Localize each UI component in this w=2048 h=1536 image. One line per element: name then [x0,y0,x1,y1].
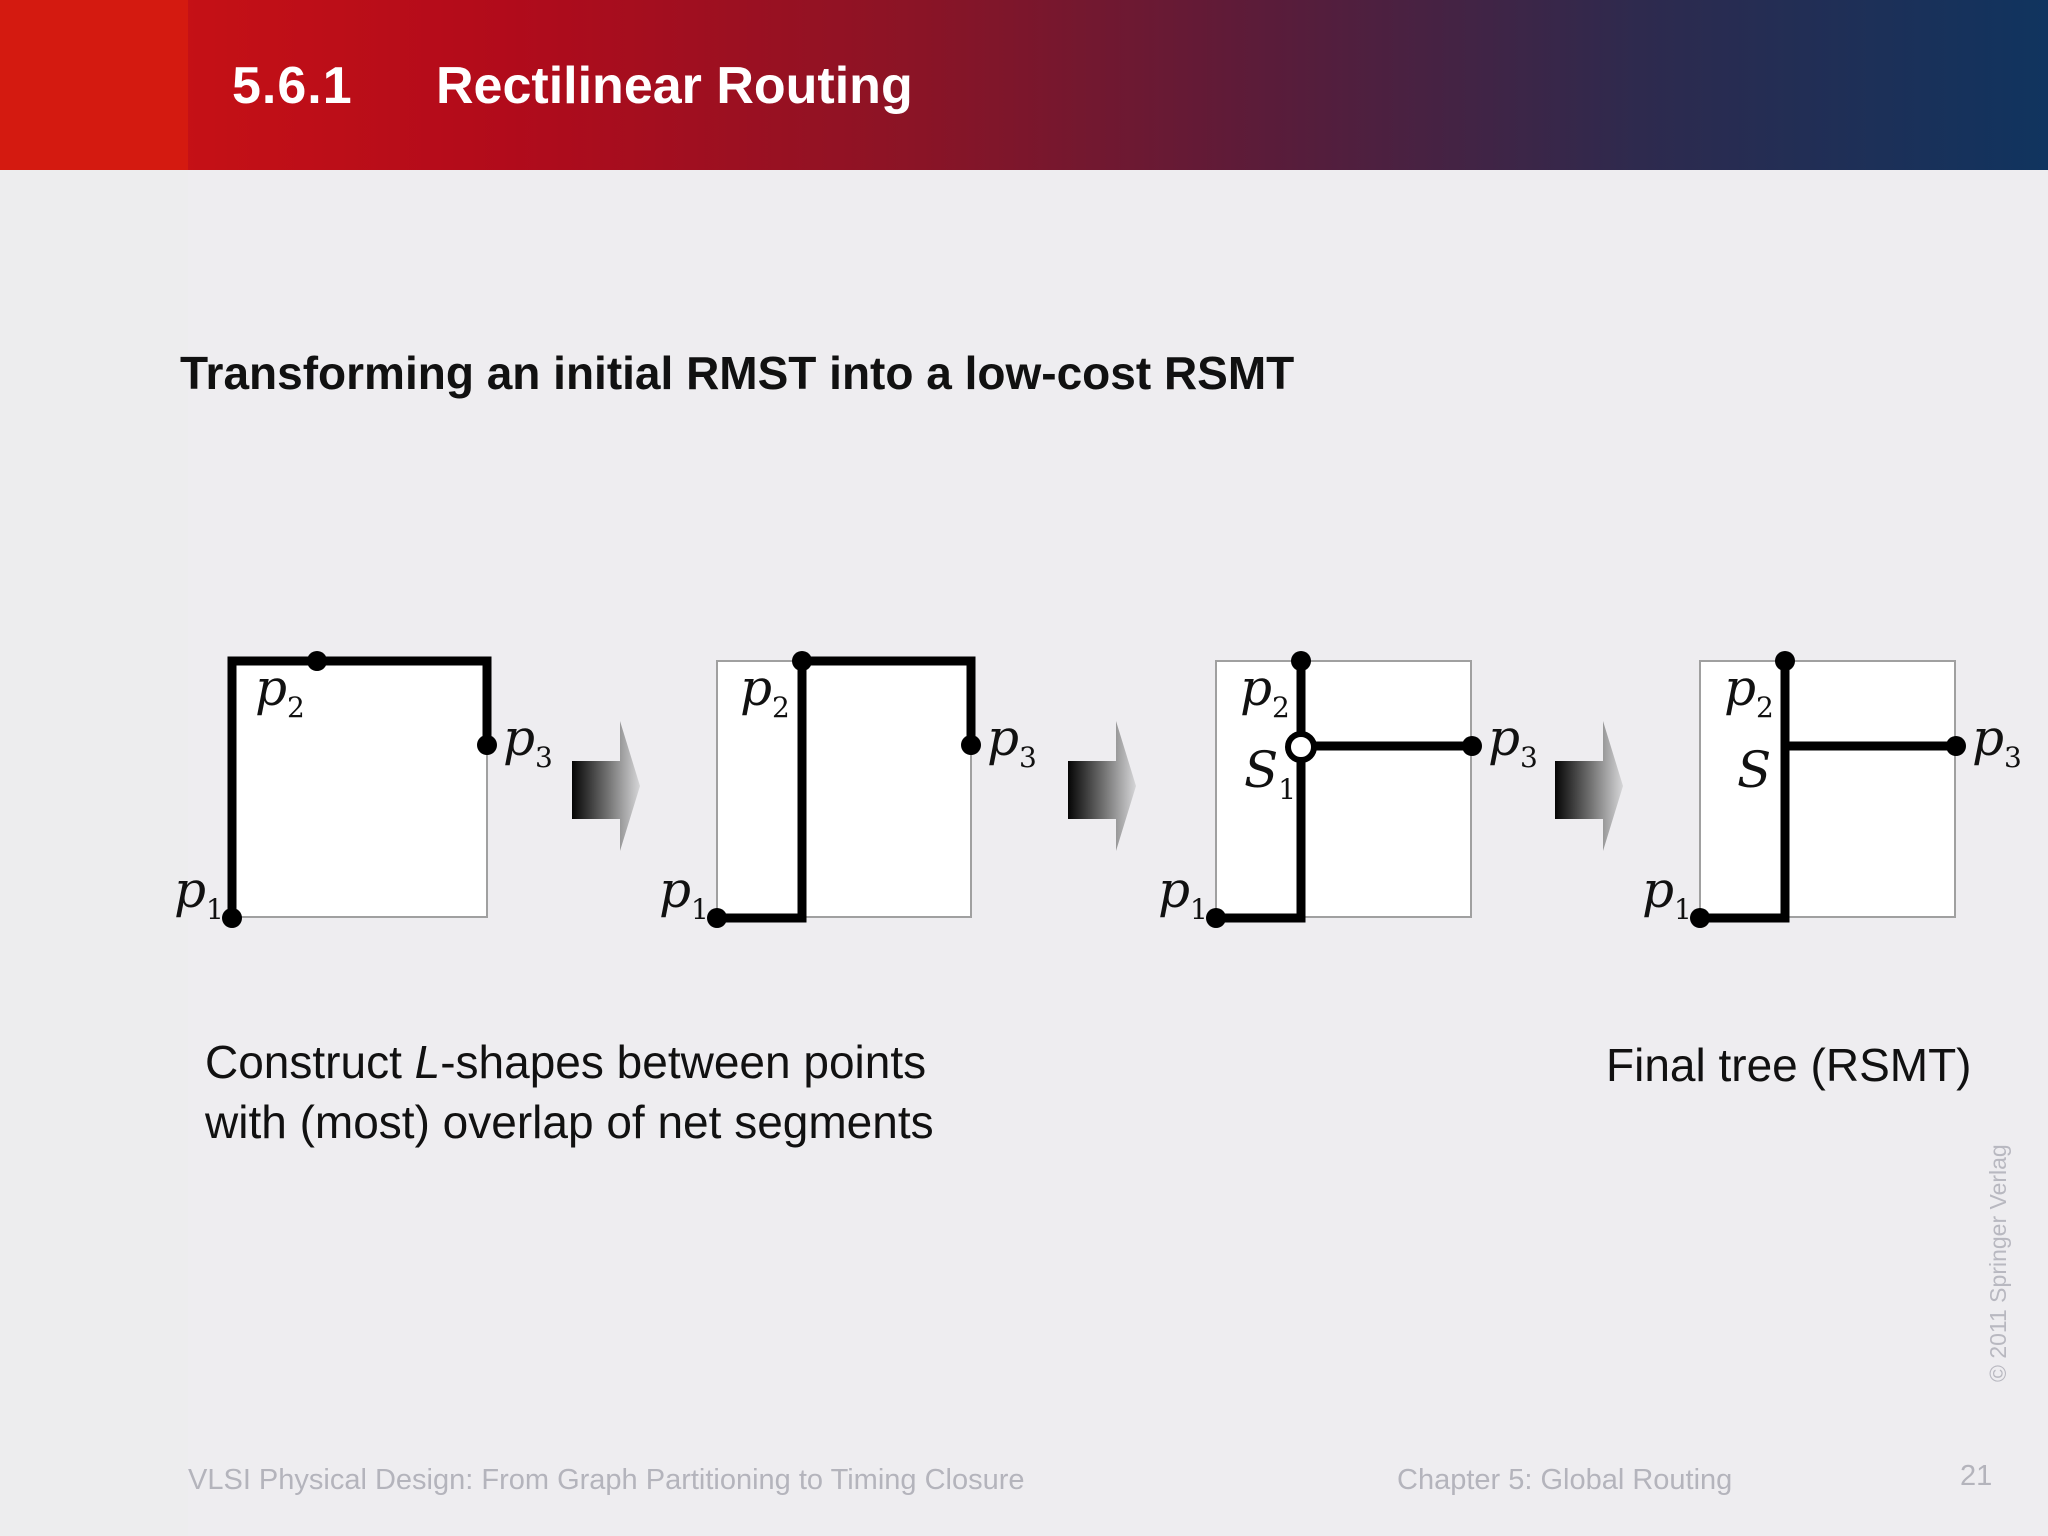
footer-chapter: Chapter 5: Global Routing [1397,1464,1733,1496]
bounding-box [716,660,972,918]
pin-p2 [307,651,327,671]
label-p1: p1 [1642,861,1692,926]
label-p2: p2 [1240,659,1290,724]
steiner-point-s1 [1285,731,1317,763]
pin-p2 [792,651,812,671]
header-bar [0,0,2048,170]
footer-book-title: VLSI Physical Design: From Graph Partiti… [188,1464,1025,1496]
panel-l-shapes: p2 p3 p1 [659,651,1037,928]
caption-final-tree: Final tree (RSMT) [1606,1039,1972,1091]
label-p1: p1 [174,861,224,926]
label-p3: p3 [1972,709,2022,774]
header-accent [0,0,188,170]
slide-subtitle: Transforming an initial RMST into a low-… [180,347,1295,399]
pin-p1 [1690,908,1710,928]
pin-p3 [1462,736,1482,756]
section-number: 5.6.1 [232,57,353,115]
label-s1: S1 [1244,741,1296,806]
label-p3: p3 [503,709,553,774]
transform-arrow [1555,721,1623,851]
label-s: S [1737,741,1771,799]
pin-p3 [477,735,497,755]
panel-final-rsmt: p2 p3 p1 S [1642,651,2022,928]
label-p3: p3 [1488,709,1538,774]
net-segment [227,656,492,917]
page-number: 21 [1960,1460,1993,1492]
transform-arrow [1068,721,1136,851]
caption-text: -shapes between points [440,1036,927,1088]
transform-arrow [572,721,640,851]
bounding-box [1215,660,1472,918]
pin-p3 [961,735,981,755]
label-p1: p1 [1158,861,1208,926]
section-title: Rectilinear Routing [436,57,913,115]
pin-p3 [1946,736,1966,756]
caption-italic-l: L [414,1036,441,1088]
label-p3: p3 [987,709,1037,774]
copyright-notice: © 2011 Springer Verlag [1985,1142,2025,1382]
caption-line-2: with (most) overlap of net segments [205,1096,934,1148]
caption-l-shapes: Construct L-shapes between points with (… [205,1032,934,1152]
panel-initial-rmst: p2 p3 p1 [174,651,553,928]
pin-p1 [707,908,727,928]
pin-p1 [222,908,242,928]
bounding-box [1699,660,1956,918]
pin-p2 [1291,651,1311,671]
copyright-text: © 2011 Springer Verlag [1985,1144,2011,1382]
label-p2: p2 [255,659,305,724]
label-p1: p1 [659,861,709,926]
pin-p2 [1775,651,1795,671]
label-p2: p2 [740,659,790,724]
caption-text: Construct [205,1036,415,1088]
panel-steiner-point: p2 p3 p1 S1 [1158,651,1538,928]
caption-line-1: Construct L-shapes between points [205,1032,934,1092]
pin-p1 [1206,908,1226,928]
label-p2: p2 [1724,659,1774,724]
